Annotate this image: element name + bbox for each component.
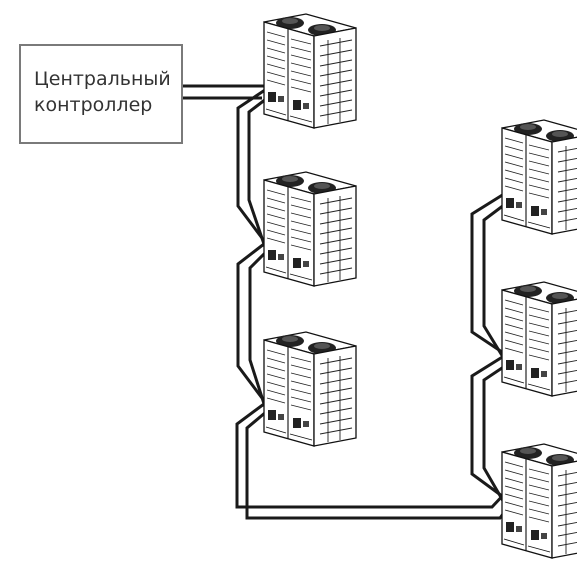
- wire-r1-r2-b: [482, 200, 509, 363]
- wiring: [183, 84, 514, 520]
- outdoor-unit-left-3: [263, 331, 357, 447]
- wire-u1-u2-a: [236, 86, 269, 239]
- wire-r1-r2-a: [470, 192, 505, 354]
- outdoor-unit-left-1: [263, 13, 357, 129]
- wire-r2-r3-b: [482, 362, 509, 507]
- wire-u1-u2-b: [247, 97, 268, 251]
- outdoor-unit-right-2: [501, 281, 577, 397]
- outdoor-unit-left-2: [263, 171, 357, 287]
- wire-r2-r3-a: [470, 354, 505, 498]
- central-controller-box: Центральный контроллер: [19, 44, 183, 144]
- wire-u3-right-a: [235, 402, 510, 509]
- outdoor-unit-right-3: [501, 443, 577, 559]
- controller-label-line1: Центральный: [34, 68, 171, 90]
- wire-u2-u3-b: [248, 250, 268, 411]
- wire-u2-u3-a: [236, 242, 265, 399]
- outdoor-unit-right-1: [501, 119, 577, 235]
- central-controller-label: Центральный контроллер: [34, 66, 171, 118]
- controller-label-line2: контроллер: [34, 94, 153, 116]
